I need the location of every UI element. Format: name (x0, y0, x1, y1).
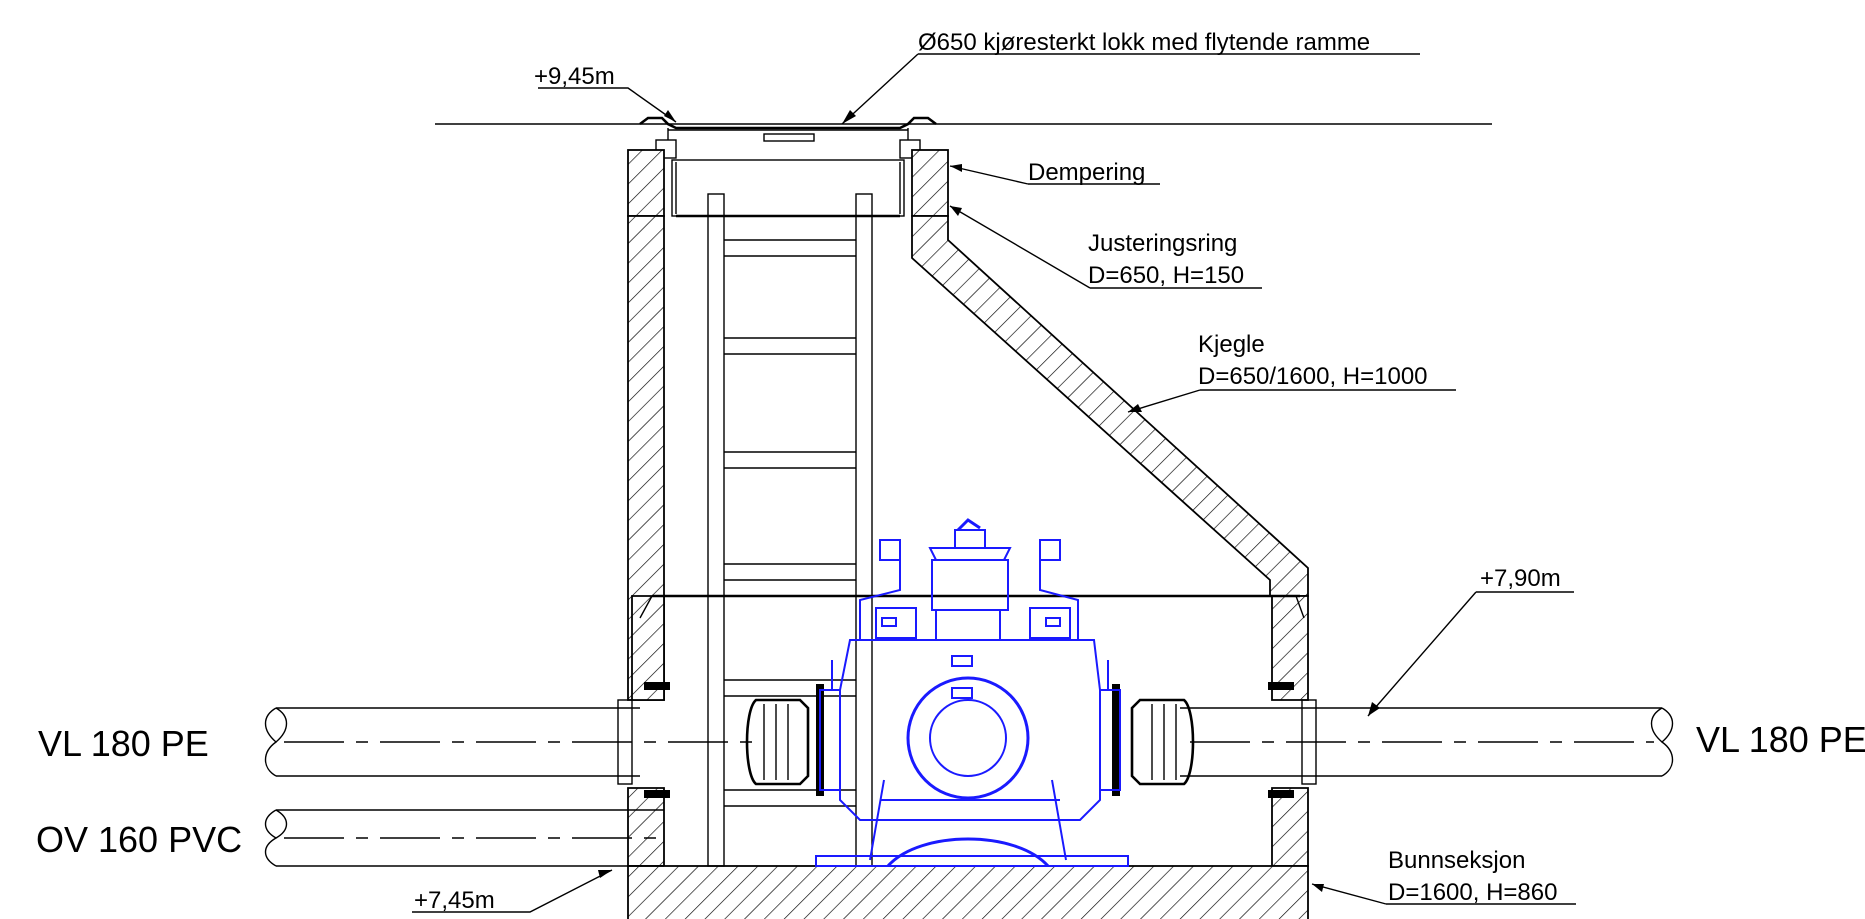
label-cone-title: Kjegle (1198, 331, 1265, 358)
bottom-slab (627, 865, 1309, 919)
label-damping: Dempering (1028, 159, 1145, 186)
coupling-left (745, 684, 824, 796)
pipe-left-upper (264, 682, 760, 798)
ladder (707, 193, 873, 867)
bottom-section-wall-right-lower (1271, 787, 1309, 867)
label-bottom-level: +7,45m (414, 887, 495, 914)
label-pipe-left-lower: OV 160 PVC (36, 819, 242, 860)
pipe-right (1180, 682, 1674, 798)
label-pipe-right: VL 180 PE (1696, 719, 1865, 760)
label-base-title: Bunnseksjon (1388, 847, 1525, 874)
label-cover: Ø650 kjøresterkt lokk med flytende ramme (918, 29, 1370, 56)
leader-lines (412, 53, 1576, 913)
label-pipe-left-upper: VL 180 PE (38, 723, 209, 764)
label-adjust-ring-title: Justeringsring (1088, 230, 1237, 257)
label-base-dims: D=1600, H=860 (1388, 879, 1557, 906)
label-adjust-ring-dims: D=650, H=150 (1088, 262, 1244, 289)
valve-assembly (815, 518, 1129, 867)
label-top-level: +9,45m (534, 63, 615, 90)
coupling-right (1112, 684, 1195, 796)
shaft-wall-left-lower (627, 787, 665, 867)
label-cone-dims: D=650/1600, H=1000 (1198, 363, 1428, 390)
pipe-left-lower (264, 809, 664, 867)
manhole-cover (639, 116, 937, 142)
adjustment-ring (627, 139, 949, 218)
label-pipe-level: +7,90m (1480, 565, 1561, 592)
